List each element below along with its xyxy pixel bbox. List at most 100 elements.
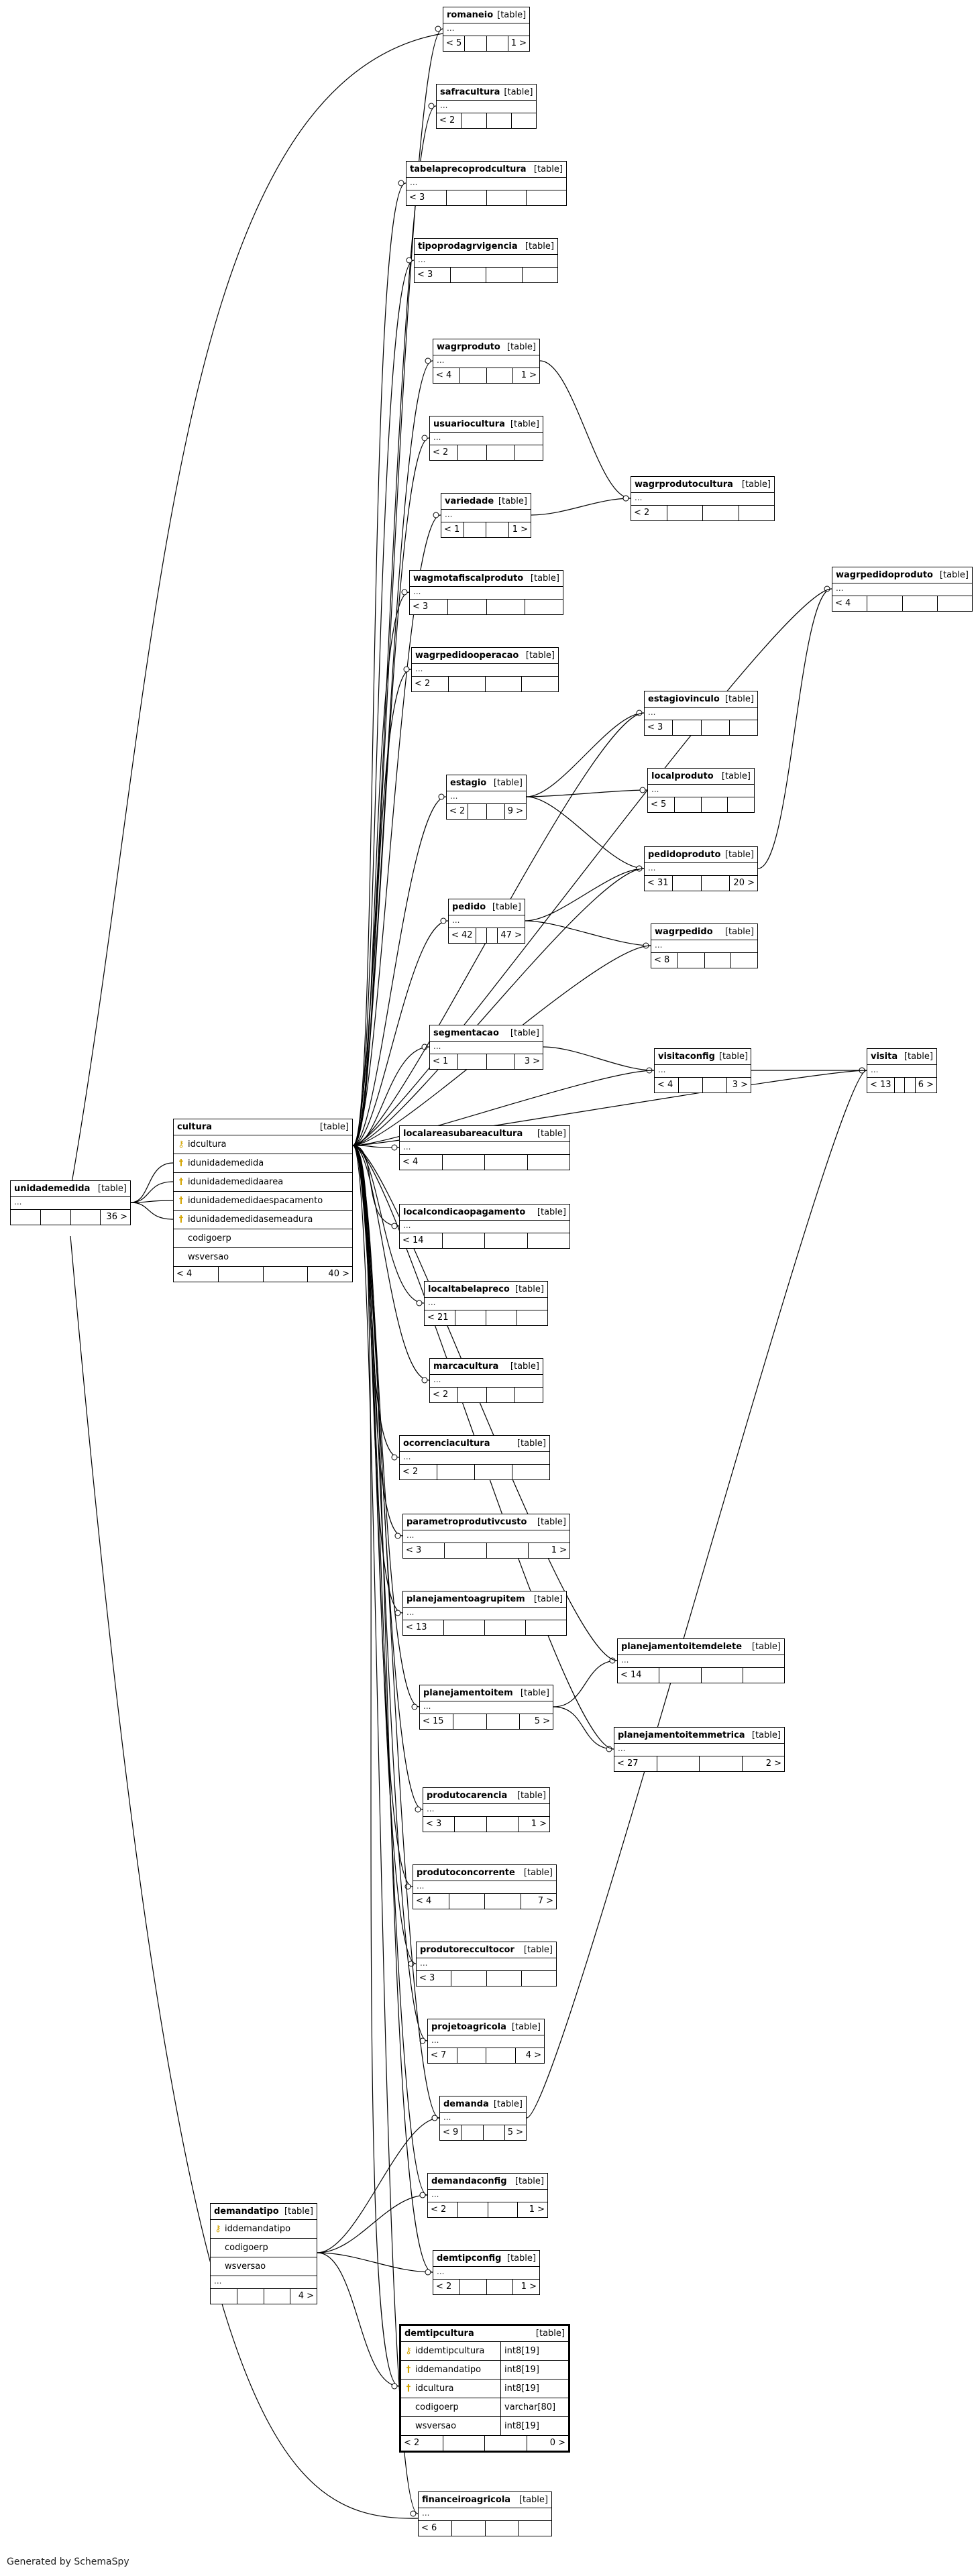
- table-wagrprodutocultura[interactable]: wagrprodutocultura[table]...< 2: [631, 476, 775, 521]
- edge-cultura-wagmotafiscalproduto: [352, 592, 410, 1146]
- table-wagmotafiscalproduto[interactable]: wagmotafiscalproduto[table]...< 3: [409, 570, 563, 615]
- cultura-column-name: idunidademedida: [188, 1158, 264, 1168]
- table-estagiovinculo[interactable]: estagiovinculo[table]...< 3: [644, 691, 758, 736]
- table-usuariocultura[interactable]: usuariocultura[table]...< 2: [429, 416, 543, 461]
- table-unidademedida[interactable]: unidademedida[table]...36 >: [10, 1180, 131, 1225]
- pedidoproduto-ellipsis: ...: [645, 863, 757, 876]
- pedidoproduto-kind-label: [table]: [724, 849, 754, 860]
- table-cultura[interactable]: cultura[table]⚷idcultura†idunidademedida…: [173, 1119, 353, 1282]
- demandatipo-column-iddemandatipo[interactable]: ⚷iddemandatipo: [211, 2220, 317, 2239]
- pedido-count-mid2: [487, 928, 498, 943]
- crowfoot-demandatipo-demtipcultura: [391, 2383, 398, 2390]
- table-tipoprodagrvigencia[interactable]: tipoprodagrvigencia[table]...< 3: [414, 238, 558, 283]
- wagrproduto-name: wagrproduto: [437, 341, 500, 352]
- table-financeiroagricola[interactable]: financeiroagricola[table]...< 6: [418, 2491, 552, 2536]
- demtipcultura-column-type: varchar[80]: [500, 2398, 565, 2416]
- financeiroagricola-parent-count: < 6: [419, 2521, 452, 2536]
- cultura-column-idunidademedidaespacamento[interactable]: †idunidademedidaespacamento: [174, 1192, 352, 1211]
- demtipconfig-child-count: 1 >: [521, 2282, 537, 2292]
- table-planejamentoitemdelete[interactable]: planejamentoitemdelete[table]...< 14: [617, 1638, 785, 1683]
- table-localcondicaopagamento[interactable]: localcondicaopagamento[table]...< 14: [399, 1204, 570, 1249]
- edge-pedido-pedidoproduto: [525, 868, 645, 921]
- localcondicaopagamento-ellipsis: ...: [400, 1221, 569, 1233]
- demandatipo-name: demandatipo: [214, 2206, 279, 2217]
- table-safracultura[interactable]: safracultura[table]...< 2: [436, 84, 537, 129]
- ocorrenciacultura-ellipsis: ...: [400, 1452, 549, 1465]
- demandatipo-column-codigoerp[interactable]: codigoerp: [211, 2239, 317, 2257]
- cultura-column-idunidademedidasemeadura[interactable]: †idunidademedidasemeadura: [174, 1211, 352, 1229]
- table-planejamentoagrupitem[interactable]: planejamentoagrupitem[table]...< 13: [402, 1591, 567, 1636]
- table-localtabelapreco[interactable]: localtabelapreco[table]...< 21: [424, 1281, 548, 1326]
- segmentacao-child-count: 3 >: [524, 1056, 540, 1066]
- unidademedida-child-count: 36 >: [106, 1212, 127, 1222]
- edge-demandatipo-demtipconfig: [317, 2252, 433, 2273]
- foreign-key-icon: †: [178, 1176, 184, 1187]
- cultura-column-idcultura[interactable]: ⚷idcultura: [174, 1135, 352, 1154]
- demtipcultura-header: demtipcultura[table]: [401, 2326, 568, 2342]
- wagrpedido-parent-count: < 8: [651, 953, 678, 968]
- tabelaprecoprodcultura-count-mid: [447, 190, 487, 205]
- table-localareasubareacultura[interactable]: localareasubareacultura[table]...< 4: [399, 1125, 570, 1170]
- planejamentoagrupitem-name: planejamentoagrupitem: [406, 1593, 525, 1604]
- table-wagrpedidoproduto[interactable]: wagrpedidoproduto[table]...< 4: [832, 567, 973, 612]
- localtabelapreco-ellipsis: ...: [425, 1298, 547, 1310]
- wagrpedido-header: wagrpedido[table]: [651, 924, 757, 940]
- cultura-column-wsversao[interactable]: wsversao: [174, 1248, 352, 1267]
- planejamentoitemmetrica-count-mid2: [700, 1756, 743, 1771]
- crowfoot-ocorrenciacultura: [391, 1454, 398, 1461]
- romaneio-child-count: 1 >: [510, 38, 527, 48]
- localcondicaopagamento-count-mid2: [485, 1233, 528, 1248]
- wagrproduto-count-mid: [460, 368, 487, 383]
- cultura-column-idunidademedida[interactable]: †idunidademedida: [174, 1154, 352, 1173]
- wagrpedidooperacao-counts: < 2: [412, 677, 558, 691]
- demtipcultura-column-name: iddemandatipo: [415, 2364, 482, 2375]
- ocorrenciacultura-parent-count: < 2: [400, 1465, 437, 1479]
- table-ocorrenciacultura[interactable]: ocorrenciacultura[table]...< 2: [399, 1435, 550, 1480]
- table-tabelaprecoprodcultura[interactable]: tabelaprecoprodcultura[table]...< 3: [406, 161, 567, 206]
- wagrpedidooperacao-count-mid2: [486, 677, 523, 691]
- cultura-column-codigoerp[interactable]: codigoerp: [174, 1229, 352, 1248]
- cultura-column-idunidademedidaarea[interactable]: †idunidademedidaarea: [174, 1173, 352, 1192]
- table-marcacultura[interactable]: marcacultura[table]...< 2: [429, 1358, 543, 1403]
- tipoprodagrvigencia-count-mid2: [486, 268, 523, 282]
- table-produtoreccultocor[interactable]: produtoreccultocor[table]...< 3: [416, 1942, 557, 1986]
- localtabelapreco-parent-count: < 21: [425, 1310, 455, 1325]
- cultura-column-name-wrap: †idunidademedida: [177, 1158, 264, 1170]
- wagrpedidoproduto-count-mid: [867, 596, 903, 611]
- demandatipo-parent-count: [211, 2289, 237, 2304]
- cultura-name: cultura: [177, 1121, 213, 1132]
- table-localproduto[interactable]: localproduto[table]...< 5: [647, 768, 755, 813]
- segmentacao-parent-count: < 1: [430, 1054, 459, 1069]
- demandatipo-column-wsversao[interactable]: wsversao: [211, 2257, 317, 2276]
- planejamentoitemmetrica-name: planejamentoitemmetrica: [618, 1730, 745, 1740]
- tabelaprecoprodcultura-name: tabelaprecoprodcultura: [410, 164, 527, 174]
- table-wagrpedidooperacao[interactable]: wagrpedidooperacao[table]...< 2: [411, 647, 559, 692]
- demtipcultura-name: demtipcultura: [404, 2328, 474, 2339]
- table-wagrpedido[interactable]: wagrpedido[table]...< 8: [651, 923, 758, 968]
